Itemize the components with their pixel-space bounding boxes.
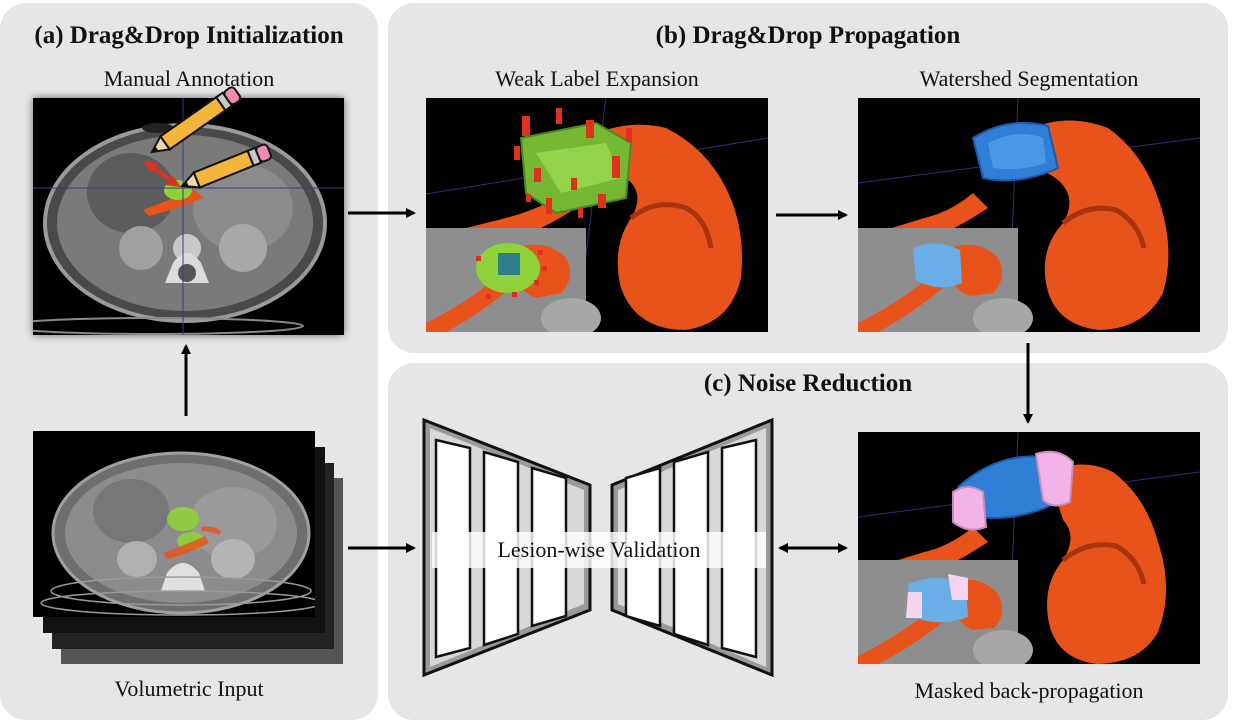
masked-back-propagation-render <box>858 432 1200 664</box>
masked-back-propagation-caption: Masked back-propagation <box>914 678 1144 703</box>
watershed-segmentation-caption: Watershed Segmentation <box>919 66 1139 91</box>
volumetric-input-caption: Volumetric Input <box>114 676 264 701</box>
weak-label-expansion-render <box>426 98 768 332</box>
panel-c-title: (c) Noise Reduction <box>703 370 913 397</box>
weak-label-expansion-caption: Weak Label Expansion <box>495 66 699 91</box>
manual-annotation-ct-image <box>33 98 344 335</box>
lesion-wise-validation-label: Lesion-wise Validation <box>432 532 766 568</box>
watershed-segmentation-render <box>858 98 1200 332</box>
panel-a-title: (a) Drag&Drop Initialization <box>34 22 344 49</box>
volumetric-input-ct-image <box>33 431 315 617</box>
manual-annotation-caption: Manual Annotation <box>103 66 275 91</box>
panel-b-title: (b) Drag&Drop Propagation <box>655 22 961 49</box>
